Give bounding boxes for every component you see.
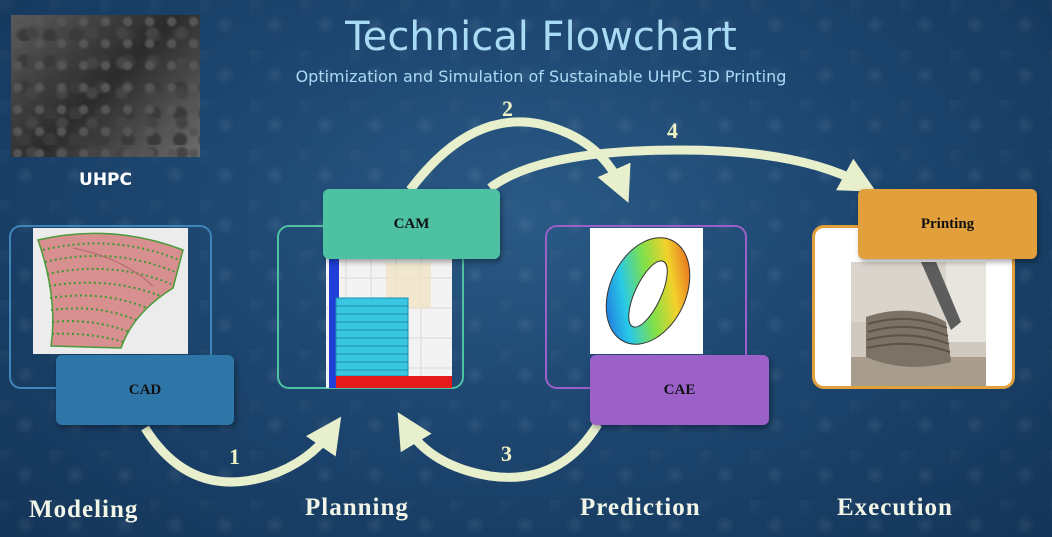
cae-node-label: CAE: [663, 381, 696, 398]
arrow-number-2: 2: [502, 96, 513, 121]
cam-slicing-image: [326, 258, 452, 388]
arrow-number-1: 1: [229, 444, 240, 469]
cae-node: CAE: [590, 355, 769, 425]
cam-node-label: CAM: [393, 215, 430, 232]
printing-node: Printing: [858, 189, 1037, 259]
stage-execution: Execution: [837, 494, 953, 521]
cae-simulation-image: [590, 228, 703, 354]
cad-node-label: CAD: [128, 381, 162, 398]
page-subtitle: Optimization and Simulation of Sustainab…: [295, 67, 787, 86]
cam-node: CAM: [323, 189, 500, 259]
arrow-3-cae-to-cam: [397, 412, 602, 482]
arrow-number-3: 3: [501, 441, 512, 466]
uhpc-material-photo: [11, 15, 200, 157]
cam-slicing-graphic: [326, 258, 452, 388]
printing-photo-graphic: [851, 262, 986, 386]
printing-photo: [851, 262, 986, 386]
cad-node: CAD: [56, 355, 234, 425]
printing-node-label: Printing: [920, 215, 975, 232]
stage-prediction: Prediction: [580, 494, 701, 521]
cad-shell-graphic: [37, 232, 184, 349]
uhpc-label: UHPC: [79, 170, 132, 190]
cad-model-image: [33, 228, 188, 354]
page-title: Technical Flowchart: [345, 14, 737, 60]
arrow-2-cam-to-cae: [406, 117, 631, 203]
cae-simulation-graphic: [605, 237, 691, 345]
stage-planning: Planning: [305, 494, 409, 521]
arrow-number-4: 4: [667, 118, 678, 143]
stage-modeling: Modeling: [29, 496, 139, 523]
arrow-1-cad-to-cam: [141, 416, 342, 487]
arrow-4-cam-to-printing: [487, 145, 877, 192]
